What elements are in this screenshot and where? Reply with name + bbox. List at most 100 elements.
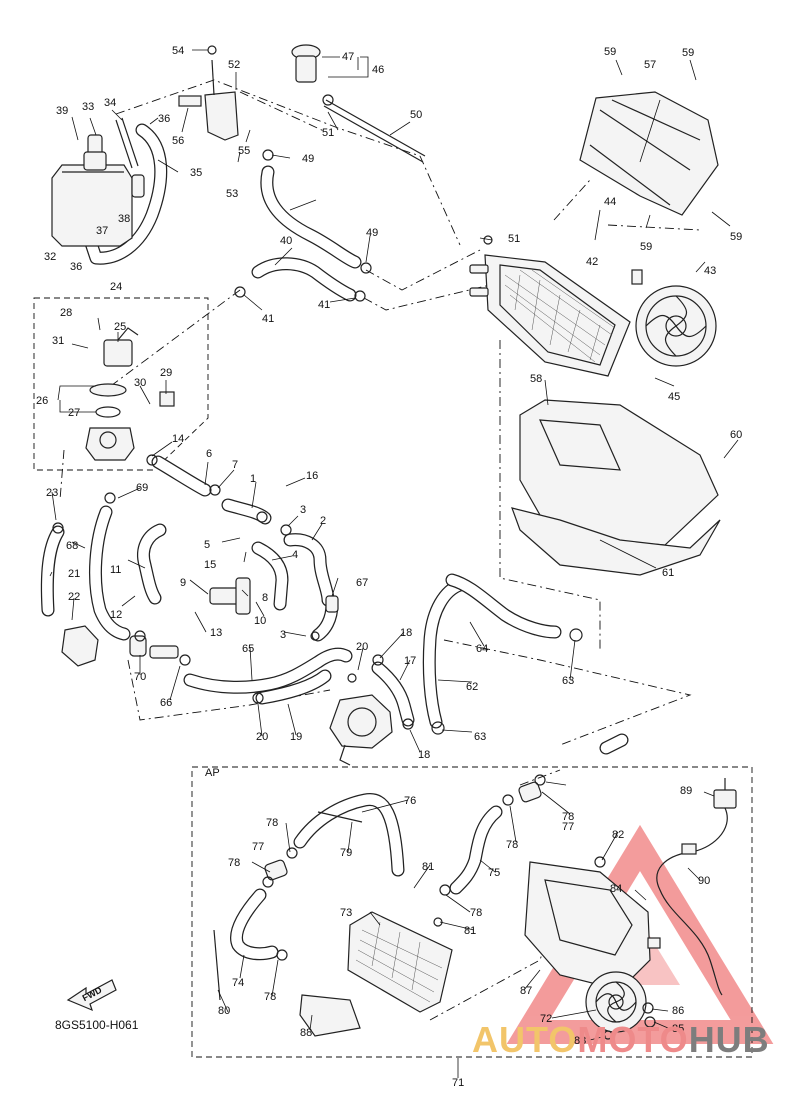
callout-68: 68 <box>66 540 78 552</box>
callout-65: 65 <box>242 643 254 655</box>
callout-63: 63 <box>562 675 574 687</box>
callout-13: 13 <box>210 627 222 639</box>
callout-66: 66 <box>160 697 172 709</box>
callout-39: 39 <box>56 105 68 117</box>
callout-49: 49 <box>302 153 314 165</box>
diagram-reference-code: 8GS5100-H061 <box>55 1018 139 1032</box>
callout-52: 52 <box>228 59 240 71</box>
callout-77: 77 <box>562 821 574 833</box>
callout-37: 37 <box>96 225 108 237</box>
callout-6: 6 <box>206 448 212 460</box>
watermark-text: AUTOMOTOHUB <box>472 1019 770 1061</box>
boundary-lines <box>33 79 753 1058</box>
callout-24: 24 <box>110 281 122 293</box>
callout-46: 46 <box>372 64 384 76</box>
callout-78: 78 <box>228 857 240 869</box>
callout-63: 63 <box>474 731 486 743</box>
callout-80: 80 <box>218 1005 230 1017</box>
callout-44: 44 <box>604 196 616 208</box>
callout-42: 42 <box>586 256 598 268</box>
callout-7: 7 <box>232 459 238 471</box>
callout-64: 64 <box>476 643 488 655</box>
callout-89: 89 <box>680 785 692 797</box>
callout-34: 34 <box>104 97 116 109</box>
callout-88: 88 <box>300 1027 312 1039</box>
callout-73: 73 <box>340 907 352 919</box>
callout-17: 17 <box>404 655 416 667</box>
callout-59: 59 <box>730 231 742 243</box>
callout-74: 74 <box>232 977 244 989</box>
callout-78: 78 <box>506 839 518 851</box>
callout-90: 90 <box>698 875 710 887</box>
callout-57: 57 <box>644 59 656 71</box>
callout-78: 78 <box>266 817 278 829</box>
callout-45: 45 <box>668 391 680 403</box>
callout-10: 10 <box>254 615 266 627</box>
callout-84: 84 <box>610 883 622 895</box>
callout-47: 47 <box>342 51 354 63</box>
callout-79: 79 <box>340 847 352 859</box>
callout-14: 14 <box>172 433 184 445</box>
callout-51: 51 <box>508 233 520 245</box>
callout-85: 85 <box>672 1023 684 1035</box>
ap-section-label: AP <box>205 767 220 779</box>
callout-55: 55 <box>238 145 250 157</box>
callout-83: 83 <box>574 1035 586 1047</box>
callout-78: 78 <box>470 907 482 919</box>
callout-18: 18 <box>418 749 430 761</box>
callout-29: 29 <box>160 367 172 379</box>
callout-82: 82 <box>612 829 624 841</box>
callout-61: 61 <box>662 567 674 579</box>
callout-71: 71 <box>452 1077 464 1089</box>
callout-26: 26 <box>36 395 48 407</box>
callout-58: 58 <box>530 373 542 385</box>
callout-11: 11 <box>110 564 121 576</box>
callout-28: 28 <box>60 307 72 319</box>
callout-76: 76 <box>404 795 416 807</box>
parts <box>51 44 737 1037</box>
callout-20: 20 <box>356 641 368 653</box>
callout-62: 62 <box>466 681 478 693</box>
hoses <box>40 123 629 961</box>
callout-33: 33 <box>82 101 94 113</box>
callout-40: 40 <box>280 235 292 247</box>
callout-43: 43 <box>704 265 716 277</box>
callout-75: 75 <box>488 867 500 879</box>
callout-15: 15 <box>204 559 216 571</box>
watermark-part-3: HUB <box>688 1019 770 1060</box>
callout-22: 22 <box>68 591 80 603</box>
callout-2: 2 <box>320 515 326 527</box>
callout-72: 72 <box>540 1013 552 1025</box>
callout-3: 3 <box>280 629 286 641</box>
callout-87: 87 <box>520 985 532 997</box>
callout-53: 53 <box>226 188 238 200</box>
callout-54: 54 <box>172 45 184 57</box>
callout-19: 19 <box>290 731 302 743</box>
callout-69: 69 <box>136 482 148 494</box>
callout-labels: 1 2 3 3 4 5 6 7 8 9 10 11 12 13 14 15 16… <box>36 45 742 1089</box>
callout-31: 31 <box>52 335 64 347</box>
watermark-part-2: MOTO <box>577 1019 689 1060</box>
callout-50: 50 <box>410 109 422 121</box>
callout-51: 51 <box>322 127 334 139</box>
callout-49: 49 <box>366 227 378 239</box>
callout-16: 16 <box>306 470 318 482</box>
callout-23: 23 <box>46 487 58 499</box>
callout-70: 70 <box>134 671 146 683</box>
callout-18: 18 <box>400 627 412 639</box>
callout-78: 78 <box>562 811 574 823</box>
callout-60: 60 <box>730 429 742 441</box>
callout-59: 59 <box>682 47 694 59</box>
callout-27: 27 <box>68 407 80 419</box>
callout-4: 4 <box>292 549 298 561</box>
callout-20: 20 <box>256 731 268 743</box>
callout-81: 81 <box>464 925 476 937</box>
callout-81: 81 <box>422 861 434 873</box>
callout-36: 36 <box>70 261 82 273</box>
callout-41: 41 <box>262 313 274 325</box>
callout-12: 12 <box>110 609 122 621</box>
callout-38: 38 <box>118 213 130 225</box>
callout-8: 8 <box>262 592 268 604</box>
